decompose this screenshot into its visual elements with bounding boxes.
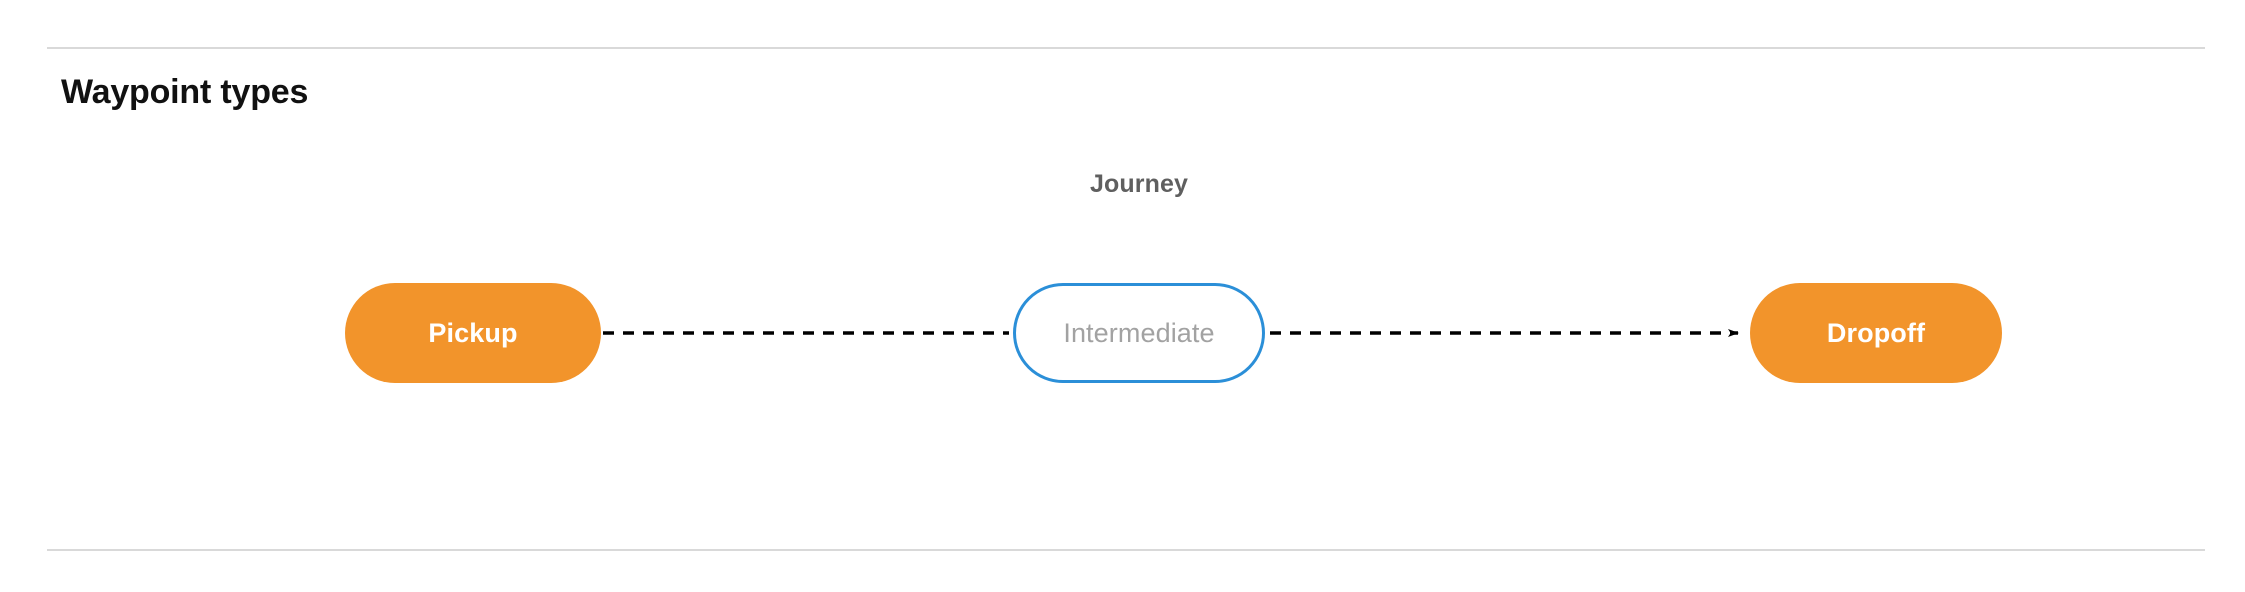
node-intermediate-label: Intermediate (1063, 317, 1215, 348)
node-intermediate[interactable]: Intermediate (1013, 283, 1265, 383)
node-pickup-label: Pickup (428, 317, 518, 348)
node-dropoff[interactable]: Dropoff (1750, 283, 2002, 383)
bottom-divider (47, 549, 2205, 551)
node-pickup[interactable]: Pickup (345, 283, 601, 383)
top-divider (47, 47, 2205, 49)
page-title: Waypoint types (61, 73, 309, 111)
cluster-label-journey: Journey (1090, 170, 1188, 198)
node-dropoff-label: Dropoff (1826, 317, 1926, 348)
